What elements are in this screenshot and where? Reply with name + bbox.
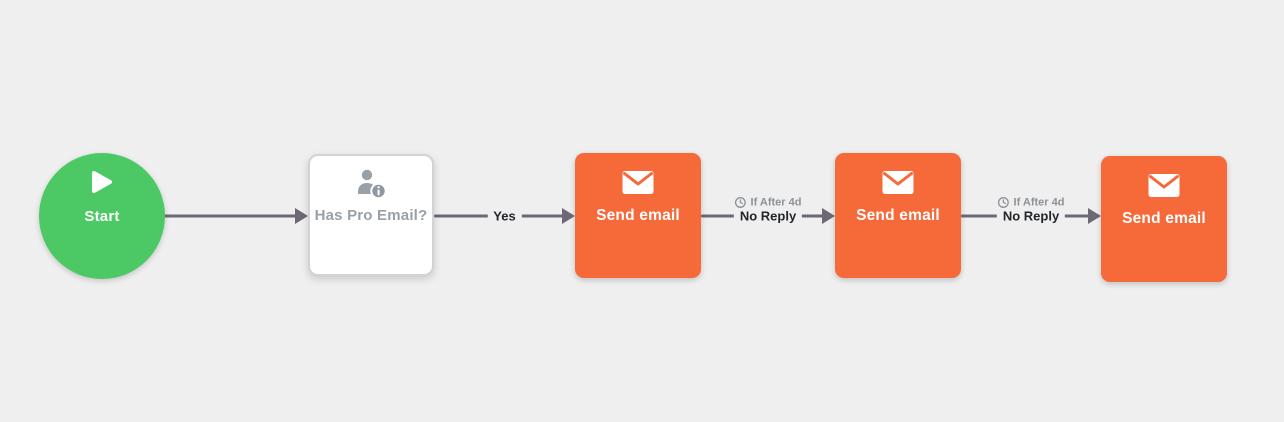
arrowhead-icon — [822, 208, 835, 224]
play-icon — [91, 170, 113, 199]
connector-line — [164, 214, 306, 218]
connector-branch-label: No Reply — [996, 207, 1066, 225]
person-info-icon — [354, 168, 388, 205]
envelope-icon — [882, 170, 915, 200]
send-email-node-label: Send email — [596, 206, 680, 224]
connector-condition: If After 4d — [735, 196, 802, 209]
clock-icon — [735, 197, 746, 208]
send-email-node-3[interactable]: Send email — [1101, 156, 1227, 282]
envelope-icon — [1148, 173, 1181, 203]
connector-start-decision — [164, 199, 308, 233]
send-email-node-1[interactable]: Send email — [575, 153, 701, 278]
connector-label-group: If After 4d No Reply — [733, 197, 803, 225]
connector-condition: If After 4d — [998, 196, 1065, 209]
decision-node-label: Has Pro Email? — [314, 206, 428, 224]
start-node[interactable]: Start — [39, 153, 165, 279]
connector-email2-email3: If After 4d No Reply — [961, 197, 1101, 233]
arrowhead-icon — [295, 208, 308, 224]
send-email-node-2[interactable]: Send email — [835, 153, 961, 278]
clock-icon — [998, 197, 1009, 208]
envelope-icon — [622, 170, 655, 200]
connector-branch-label: Yes — [487, 207, 522, 225]
connector-condition-label: If After 4d — [750, 196, 802, 209]
connector-decision-email1: Yes — [434, 199, 575, 233]
connector-branch-label: No Reply — [733, 207, 803, 225]
connector-email1-email2: If After 4d No Reply — [701, 197, 835, 233]
connector-label-group: If After 4d No Reply — [996, 197, 1066, 225]
send-email-node-label: Send email — [1122, 210, 1206, 227]
arrowhead-icon — [1088, 208, 1101, 224]
decision-node-has-pro-email[interactable]: Has Pro Email? — [308, 154, 434, 276]
connector-condition-label: If After 4d — [1013, 196, 1065, 209]
start-node-label: Start — [84, 207, 120, 225]
connector-label-group: Yes — [487, 207, 522, 225]
arrowhead-icon — [562, 208, 575, 224]
send-email-node-label: Send email — [856, 206, 940, 224]
